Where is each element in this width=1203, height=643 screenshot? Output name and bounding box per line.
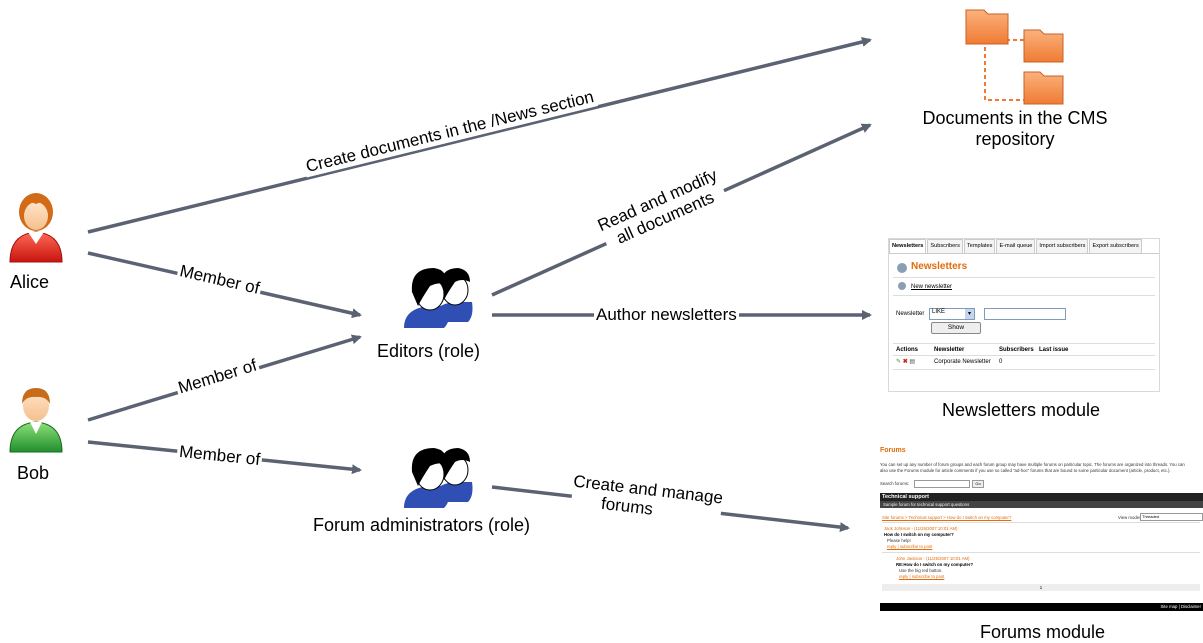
divider (893, 277, 1155, 278)
edit-icon[interactable]: ✎ (896, 359, 902, 365)
view-modes-select[interactable]: Threaded (1140, 513, 1203, 521)
post1-links[interactable]: reply | subscribe to post (887, 544, 933, 549)
row-subscribers: 0 (999, 359, 1003, 365)
editors-role-icon (404, 268, 473, 328)
tab-export-subscribers[interactable]: Export subscribers (1089, 239, 1142, 253)
forum-section-header: Technical support (880, 493, 1203, 501)
go-button[interactable]: Go (972, 480, 984, 488)
editors-role-label: Editors (role) (377, 341, 481, 361)
edge-label-author-newsletters: Author newsletters (594, 305, 739, 325)
newsletter-filter-label: Newsletter (896, 311, 925, 317)
forums-module-label: Forums module (980, 622, 1106, 642)
divider (882, 522, 1200, 523)
pagination-page-number[interactable]: 1 (882, 584, 1200, 591)
row-action-icons: ✎ ✖ ▤ (896, 358, 915, 365)
post2-subject: RE:How do I switch on my computer? (896, 562, 974, 567)
folder-tree-icon (965, 9, 1064, 105)
cms-repository-label-line2: repository (975, 129, 1055, 149)
post2-links[interactable]: reply | subscribe to post (899, 574, 945, 579)
col-subscribers: Subscribers (999, 347, 1034, 353)
newsletters-title: Newsletters (911, 261, 968, 272)
alice-user-icon (9, 193, 63, 263)
cms-repository-label-line1: Documents in the CMS (922, 108, 1108, 128)
forums-module-screenshot: Forums You can set up any number of foru… (878, 445, 1203, 611)
new-newsletter-link[interactable]: New newsletter (911, 284, 953, 290)
col-actions: Actions (896, 347, 919, 353)
divider (893, 295, 1155, 296)
newsletter-filter-input[interactable] (984, 308, 1066, 320)
bob-user-icon (9, 388, 63, 453)
forum-section-description: Sample forum for technical support quest… (880, 501, 1203, 508)
post2-author: John Jackson - (11/26/2007 10:01 AM) (896, 556, 970, 561)
tab-import-subscribers[interactable]: Import subscribers (1036, 239, 1089, 253)
newsletter-icon (897, 263, 907, 273)
cms-repository-label: Documents in the CMS repository (920, 108, 1110, 150)
forum-breadcrumb[interactable]: Site forums > Technical support > How do… (882, 515, 1012, 520)
new-newsletter-icon (898, 282, 906, 290)
newsletters-tabs: Newsletters Subscribers Templates E-mail… (889, 239, 1159, 254)
newsletters-module-label: Newsletters module (942, 400, 1101, 420)
forums-footer[interactable]: Site map | Disclaimer (880, 603, 1203, 611)
post1-author: Jack Johnson - (11/26/2007 10:01 AM) (884, 526, 958, 531)
forums-intro-line1: You can set up any number of forum group… (880, 462, 1185, 467)
forums-title: Forums (880, 447, 906, 454)
post2-body: Use the big red button. (899, 568, 943, 573)
search-forums-input[interactable] (914, 480, 970, 488)
tab-subscribers[interactable]: Subscribers (927, 239, 963, 253)
delete-icon[interactable]: ✖ (902, 359, 908, 365)
tab-newsletters[interactable]: Newsletters (889, 239, 927, 253)
divider (893, 369, 1155, 370)
tab-templates[interactable]: Templates (963, 239, 996, 253)
bob-label: Bob (17, 463, 50, 483)
tab-email-queue[interactable]: E-mail queue (996, 239, 1036, 253)
chevron-down-icon: ▾ (965, 309, 974, 319)
filter-operator-value: LIKE (932, 309, 946, 315)
col-last-issue: Last issue (1039, 347, 1069, 353)
search-forums-label: Search forums: (880, 481, 910, 486)
forum-admins-role-icon (404, 448, 473, 508)
show-button[interactable]: Show (931, 322, 981, 334)
newsletters-module-screenshot: Newsletters Subscribers Templates E-mail… (888, 238, 1160, 392)
divider (882, 552, 1200, 553)
forums-intro-line2: also use the Forums module for article c… (880, 468, 1171, 473)
copy-icon[interactable]: ▤ (909, 359, 916, 365)
post1-subject: How do I switch on my computer? (884, 532, 954, 537)
row-newsletter-name[interactable]: Corporate Newsletter (934, 359, 991, 365)
forum-admins-role-label: Forum administrators (role) (313, 515, 531, 535)
alice-label: Alice (10, 272, 50, 292)
post1-body: Please help! (887, 538, 911, 543)
arrow-alice-create-docs (87, 37, 872, 234)
filter-operator-select[interactable]: LIKE ▾ (929, 308, 975, 320)
col-newsletter: Newsletter (934, 347, 965, 353)
divider (893, 355, 1155, 356)
divider (893, 343, 1155, 344)
view-modes-label: View modes: (1118, 515, 1143, 520)
